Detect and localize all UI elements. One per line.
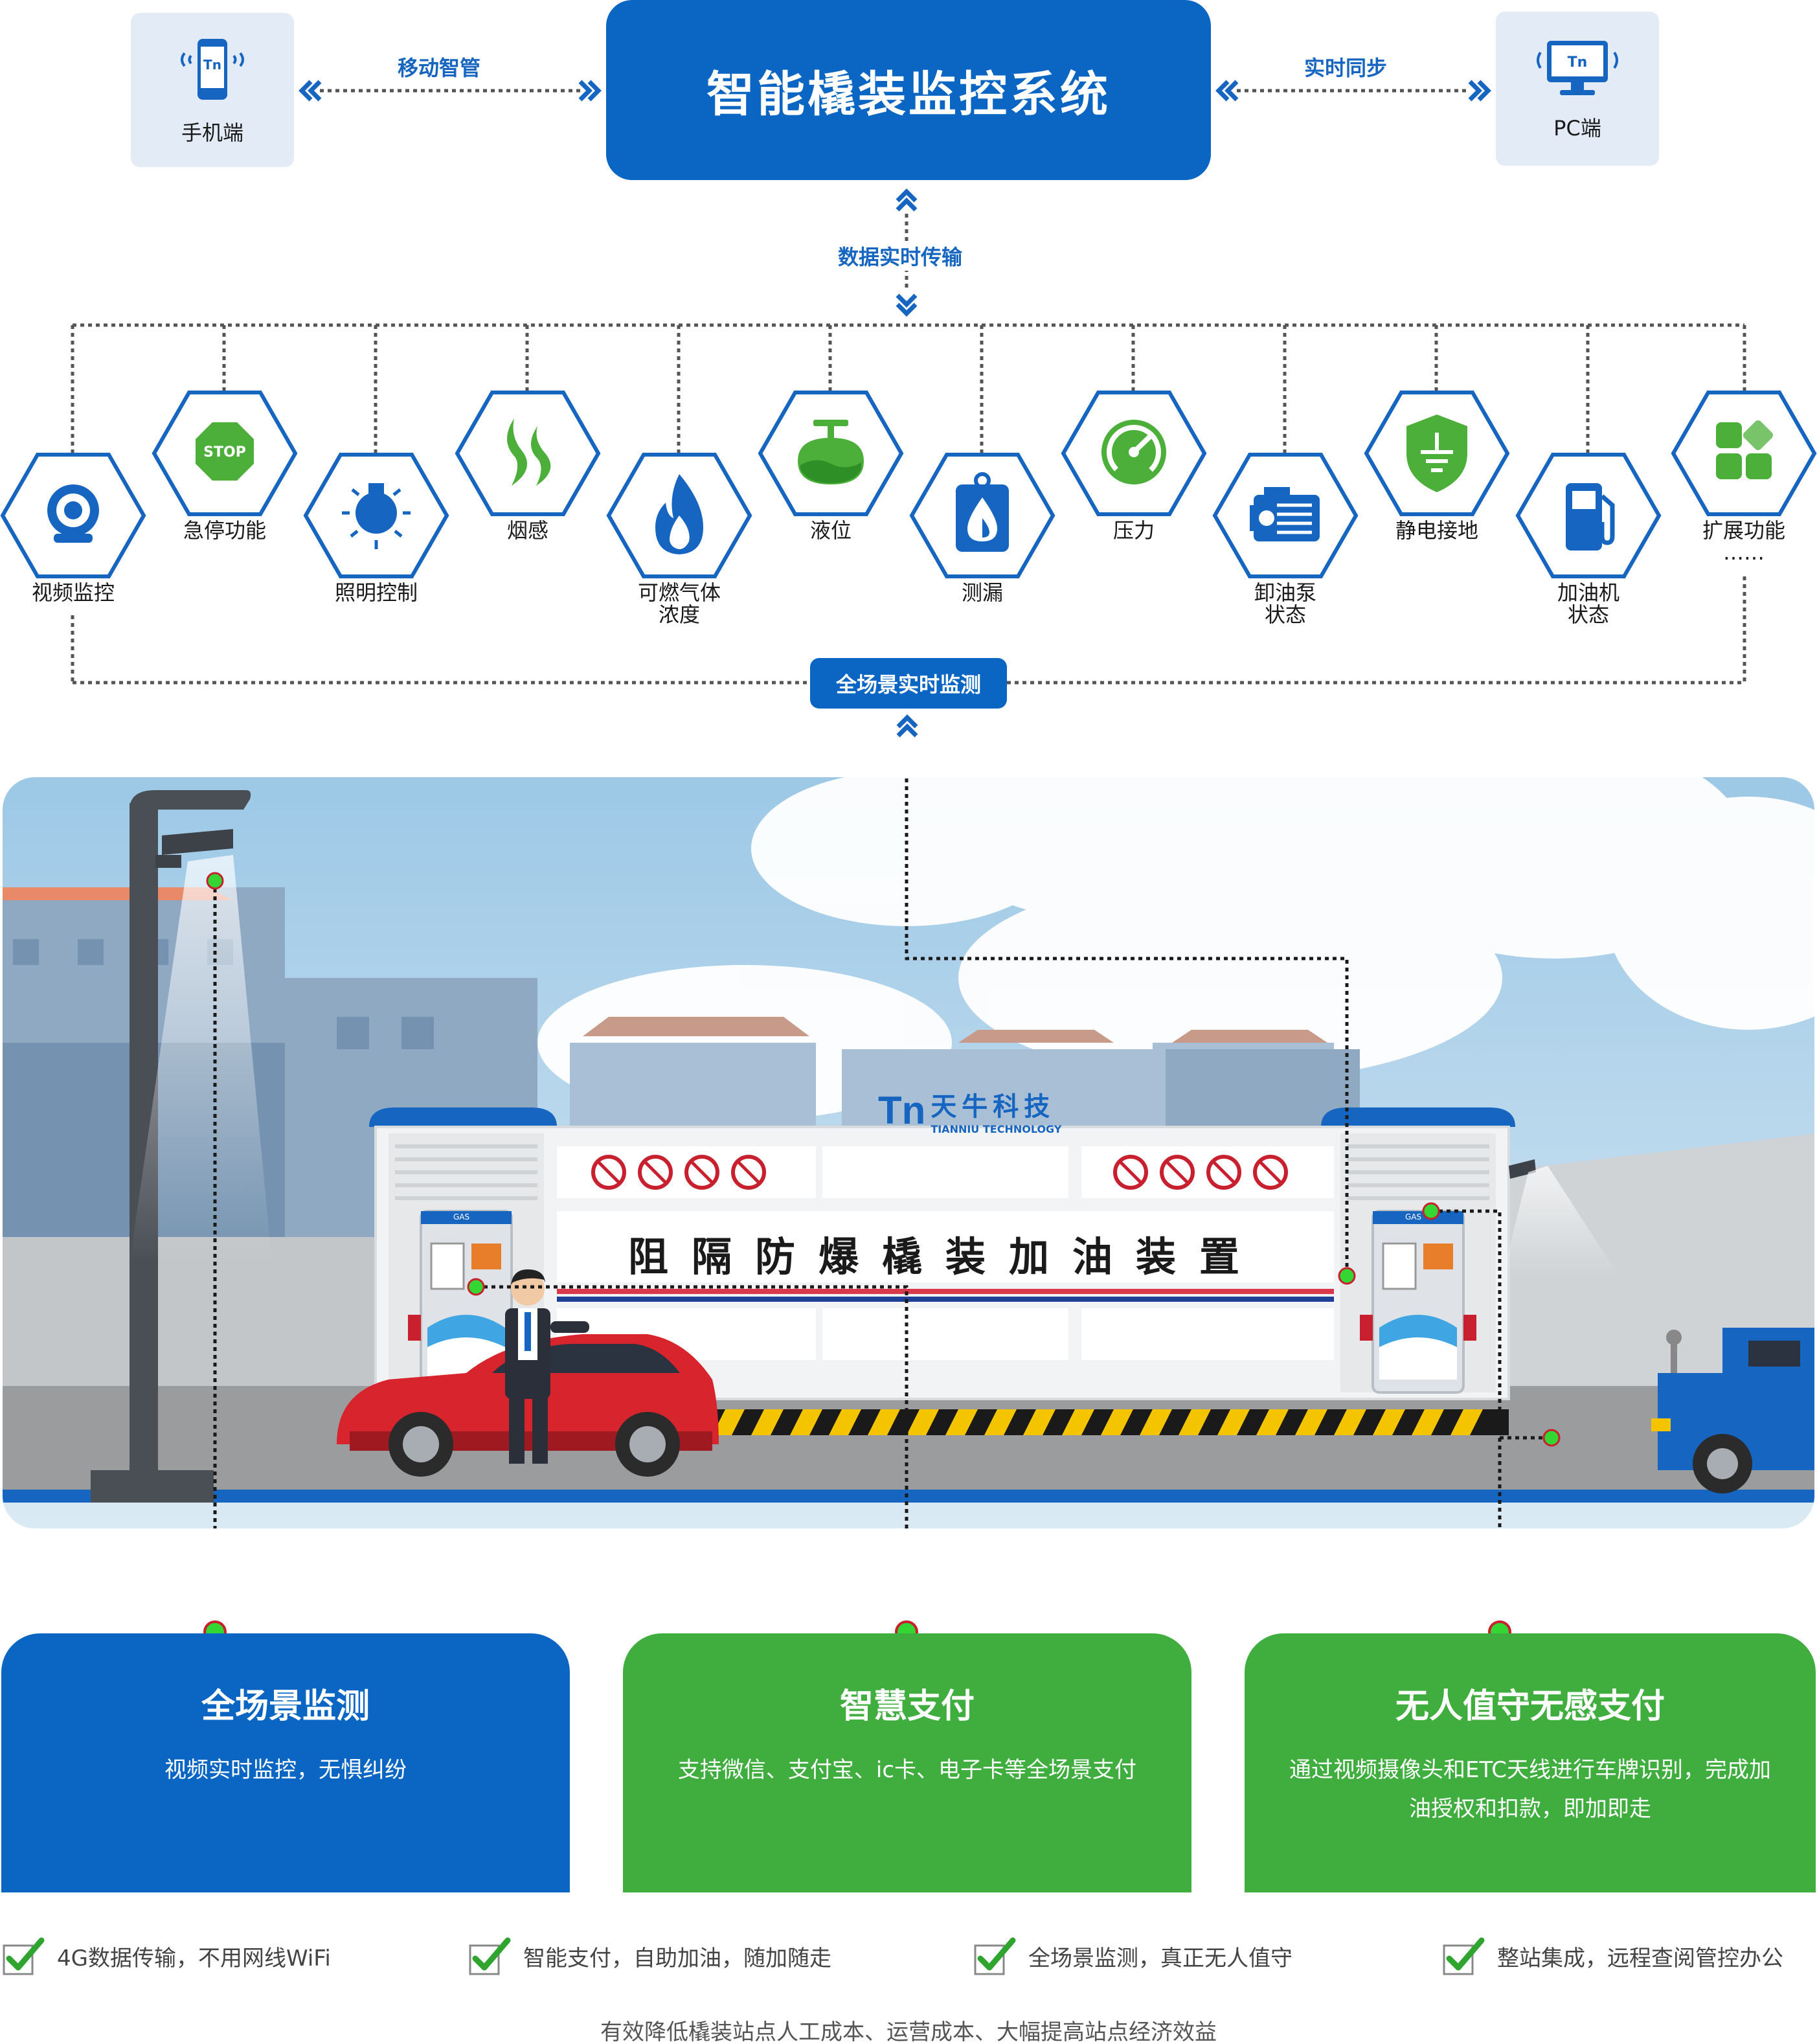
stop-icon: STOP (196, 422, 254, 481)
extend-icon (1716, 420, 1773, 479)
feature-label: 静电接地 (1395, 518, 1478, 543)
card-unattended-payment: 无人值守无感支付 通过视频摄像头和ETC天线进行车牌识别，完成加油授权和扣款，即… (1245, 1633, 1816, 1892)
feature-label: 压力 (1112, 518, 1155, 543)
card-title: 智慧支付 (839, 1687, 975, 1726)
card-desc: 视频实时监控，无惧纠纷 (164, 1757, 407, 1783)
card-desc: 支持微信、支付宝、ic卡、电子卡等全场景支付 (677, 1757, 1137, 1783)
feature-label: 照明控制 (334, 580, 418, 605)
brand-logo-mark: Tn (878, 1088, 926, 1132)
pump-icon (1250, 487, 1320, 541)
feature-leak[interactable]: 测漏 (909, 451, 1055, 604)
check-text: 整站集成，远程查阅管控办公 (1497, 1945, 1783, 1971)
check-icon (1443, 1937, 1485, 1975)
street-camera (155, 829, 233, 868)
fuel-icon (1566, 483, 1615, 551)
feature-gas[interactable]: 可燃气体 浓度 (606, 451, 752, 626)
card-full-monitoring: 全场景监测 视频实时监控，无惧纠纷 (1, 1633, 570, 1892)
mobile-link-arrow (299, 80, 602, 102)
hex-connector-lines (71, 323, 1746, 685)
stop-text: STOP (203, 444, 246, 460)
check-item: 整站集成，远程查阅管控办公 (1443, 1936, 1783, 1975)
blue-truck (1651, 1328, 1814, 1493)
feature-pressure[interactable]: 压力 (1061, 389, 1207, 541)
fuel-dispenser-right (1360, 1210, 1476, 1394)
check-item: 全场景监测，真正无人值守 (974, 1936, 1292, 1975)
mobile-link-label: 移动智管 (398, 56, 481, 80)
flame-icon (655, 474, 703, 554)
feature-extend[interactable]: 扩展功能 …… (1671, 389, 1817, 563)
feature-lighting[interactable]: 照明控制 (303, 451, 449, 604)
monitor-pill: 全场景实时监测 (810, 658, 1007, 709)
feature-label: 可燃气体 浓度 (637, 580, 721, 627)
feature-label: 扩展功能 …… (1702, 518, 1785, 565)
feature-label: 加油机 状态 (1557, 580, 1620, 627)
pump-label-right: GAS (1405, 1212, 1422, 1221)
data-link-label: 数据实时传输 (835, 241, 965, 271)
feature-video[interactable]: 视频监控 (0, 451, 146, 604)
check-item: 4G数据传输，不用网线WiFi (3, 1936, 331, 1975)
card-title: 全场景监测 (201, 1687, 370, 1726)
feature-label: 测漏 (961, 580, 1003, 605)
smoke-icon (507, 418, 551, 486)
feature-label: 视频监控 (31, 580, 115, 605)
feature-label: 液位 (809, 518, 852, 543)
check-text: 智能支付，自助加油，随加随走 (523, 1945, 831, 1971)
pc-device-box[interactable]: Tn PC端 (1496, 12, 1659, 166)
brand-logo: Tn 天牛科技 TIANNIU TECHNOLOGY (878, 1085, 1061, 1135)
card-smart-payment: 智慧支付 支持微信、支付宝、ic卡、电子卡等全场景支付 (623, 1633, 1191, 1892)
check-icon (469, 1937, 511, 1975)
pc-label: PC端 (1553, 116, 1601, 141)
pump-label-left: GAS (453, 1212, 470, 1221)
phone-icon: Tn (181, 39, 244, 100)
feature-smoke[interactable]: 烟感 (455, 389, 601, 541)
feature-label: 卸油泵 状态 (1254, 580, 1316, 627)
feature-label: 烟感 (506, 518, 548, 543)
svg-text:Tn: Tn (203, 57, 221, 73)
feature-stop[interactable]: STOP 急停功能 (152, 389, 298, 541)
feature-level[interactable]: 液位 (758, 389, 904, 541)
gauge-icon (1101, 420, 1166, 484)
svg-text:Tn: Tn (1568, 54, 1588, 71)
check-text: 4G数据传输，不用网线WiFi (57, 1945, 331, 1971)
ground-icon (1406, 414, 1467, 492)
feature-pump[interactable]: 卸油泵 状态 (1212, 451, 1359, 626)
monitor-icon: Tn (1537, 41, 1618, 95)
pc-link-label: 实时同步 (1304, 56, 1388, 80)
card-desc: 通过视频摄像头和ETC天线进行车牌识别，完成加油授权和扣款，即加即走 (1289, 1757, 1771, 1822)
mobile-device-box[interactable]: Tn 手机端 (131, 13, 294, 167)
feature-grounding[interactable]: 静电接地 (1364, 389, 1510, 541)
card-title: 无人值守无感支付 (1395, 1687, 1665, 1726)
bulb-icon (342, 483, 411, 549)
footer-text: 有效降低橇装站点人工成本、运营成本、大幅提高站点经济效益 (600, 2019, 1217, 2044)
mobile-label: 手机端 (181, 120, 243, 145)
pc-link-arrow (1215, 80, 1491, 102)
camera-icon (47, 484, 99, 543)
brand-en: TIANNIU TECHNOLOGY (931, 1123, 1062, 1135)
feature-dispenser[interactable]: 加油机 状态 (1515, 451, 1662, 626)
attendant-figure (505, 1269, 589, 1464)
station-scene (3, 777, 1814, 1528)
check-text: 全场景监测，真正无人值守 (1028, 1945, 1292, 1971)
skid-banner: 阻隔防爆橇装加油装置 (627, 1233, 1263, 1280)
tank-icon (798, 420, 864, 484)
scene-up-arrow (896, 714, 918, 738)
system-title: 智能橇装监控系统 (606, 0, 1211, 180)
check-icon (3, 1937, 45, 1975)
check-item: 智能支付，自助加油，随加随走 (469, 1936, 831, 1975)
check-icon (974, 1937, 1016, 1975)
brand-cn: 天牛科技 (931, 1092, 1055, 1122)
leak-icon (956, 472, 1009, 552)
feature-label: 急停功能 (183, 518, 266, 543)
